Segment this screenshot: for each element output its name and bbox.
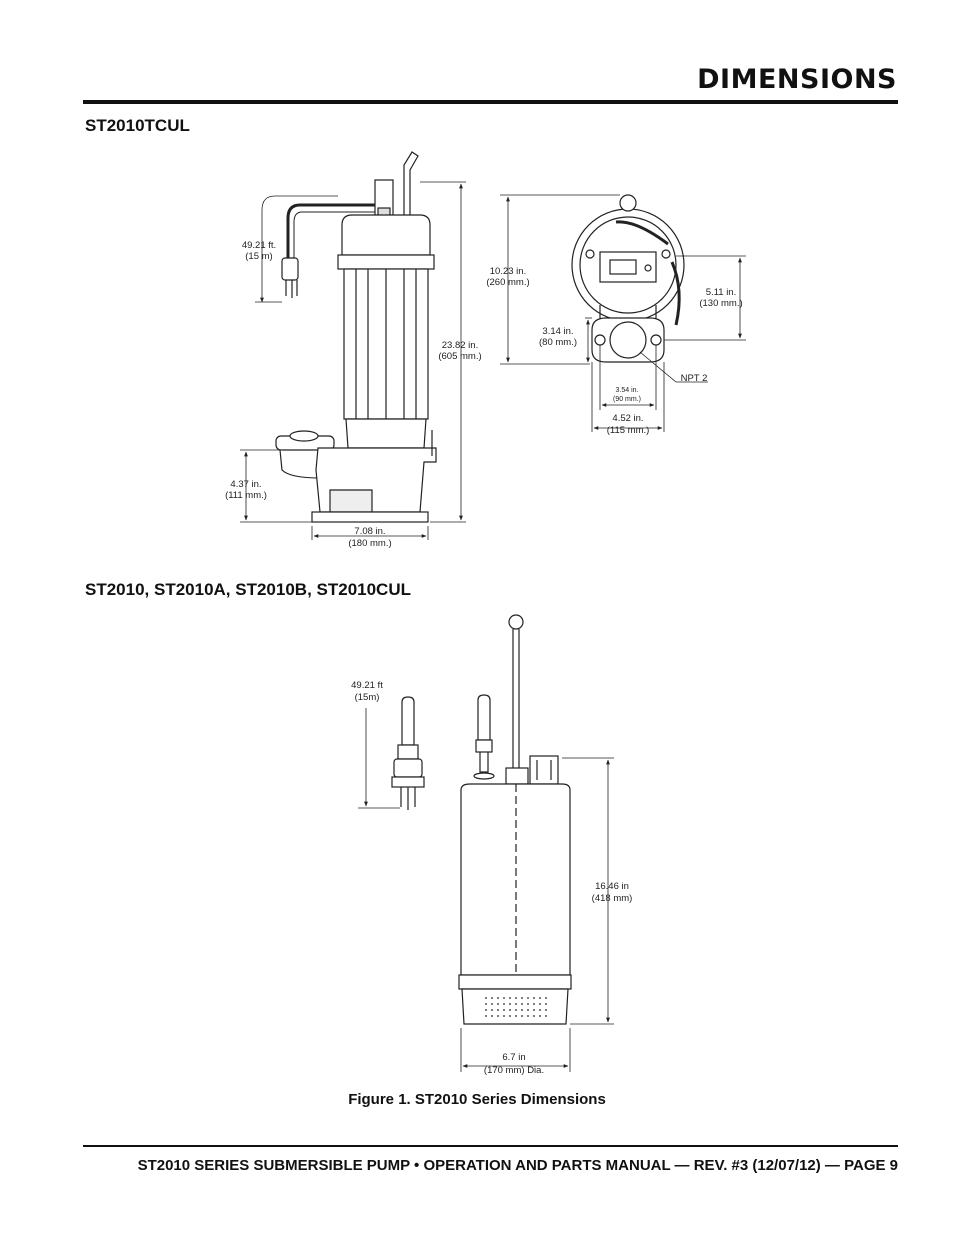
page-footer: ST2010 SERIES SUBMERSIBLE PUMP • OPERATI… <box>137 1157 898 1174</box>
dim1-flange-width-b: (115 mm.) <box>607 425 650 436</box>
dim1-overall-height-b: (605 mm.) <box>438 351 481 362</box>
dim1-base-height-b: (111 mm.) <box>225 490 267 501</box>
dim2-diameter-a: 6.7 in <box>502 1052 525 1063</box>
strainer-holes <box>485 997 547 1017</box>
dim2-diameter-b: (170 mm) Dia. <box>484 1065 544 1076</box>
dim1-cord-length-b: (15 m) <box>245 251 272 262</box>
dim2-cord-length-a: 49.21 ft <box>351 680 383 691</box>
dim1-side-width-a: 5.11 in. <box>706 287 736 298</box>
dim1-flange-height-b: (80 mm.) <box>539 337 577 348</box>
dim1-cord-length-a: 49.21 ft. <box>242 240 276 251</box>
section-heading-st2010tcul: ST2010TCUL <box>85 116 190 135</box>
dim1-base-width-b: (180 mm.) <box>348 538 391 549</box>
section-heading-st2010-models: ST2010, ST2010A, ST2010B, ST2010CUL <box>85 580 411 599</box>
dim1-bolt-spacing-a: 3.54 in. <box>616 387 639 394</box>
dim1-npt-label: NPT 2 <box>681 373 708 384</box>
dim1-side-width-b: (130 mm.) <box>699 298 742 309</box>
pump-side-view <box>275 151 437 523</box>
pump-st2010-view <box>391 614 572 1025</box>
dim1-top-height-b: (260 mm.) <box>486 277 529 288</box>
dim2-height-a: 16.46 in <box>595 881 629 892</box>
dim1-base-height-a: 4.37 in. <box>230 479 261 490</box>
pump-top-view <box>571 194 685 363</box>
dim1-flange-height-a: 3.14 in. <box>542 326 573 337</box>
page-title: DIMENSIONS <box>697 64 897 95</box>
figure-caption: Figure 1. ST2010 Series Dimensions <box>348 1091 606 1108</box>
dim2-height-b: (418 mm) <box>592 893 633 904</box>
dim1-bolt-spacing-b: (90 mm.) <box>613 396 641 403</box>
dim1-top-height-a: 10.23 in. <box>490 266 526 277</box>
dim2-cord-length-b: (15m) <box>355 692 380 703</box>
dim1-flange-width-a: 4.52 in. <box>612 413 643 424</box>
footer-rule <box>83 1145 898 1147</box>
dim1-overall-height-a: 23.82 in. <box>442 340 478 351</box>
dim1-base-width-a: 7.08 in. <box>354 526 385 537</box>
header-rule <box>83 100 898 104</box>
